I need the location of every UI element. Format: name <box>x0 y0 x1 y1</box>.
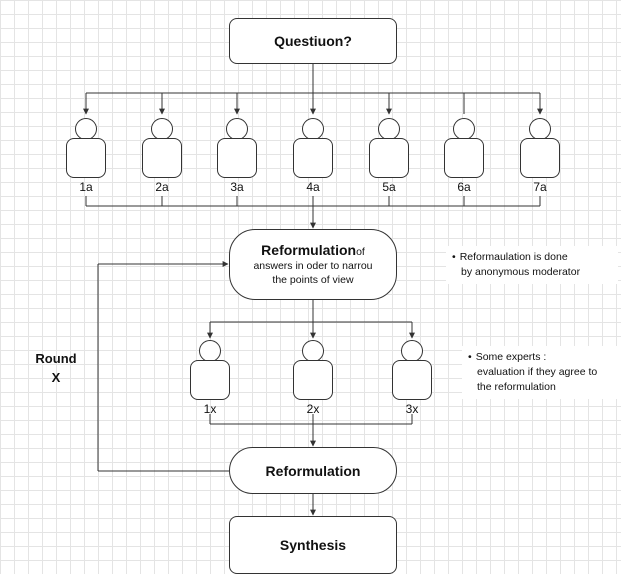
person-head-icon <box>529 118 551 140</box>
expert-7a <box>520 118 560 178</box>
person-head-icon <box>226 118 248 140</box>
reformulation-box-2: Reformulation <box>229 447 397 494</box>
person-body-icon <box>444 138 484 178</box>
person-head-icon <box>378 118 400 140</box>
expert-3a <box>217 118 257 178</box>
round-label: Round X <box>28 349 84 387</box>
person-body-icon <box>293 138 333 178</box>
person-body-icon <box>142 138 182 178</box>
person-body-icon <box>190 360 230 400</box>
expert-6a <box>444 118 484 178</box>
moderator-note-line2: by anonymous moderator <box>461 266 581 278</box>
expert-4a <box>293 118 333 178</box>
expert-label-1x: 1x <box>203 402 217 416</box>
experts-note-line2: evaluation if they agree to <box>477 366 598 378</box>
expert-label-3a: 3a <box>230 180 244 194</box>
experts-note-line1: •Some experts : <box>468 350 620 365</box>
expert-label-1a: 1a <box>79 180 93 194</box>
person-body-icon <box>217 138 257 178</box>
bullet-icon: • <box>452 251 456 263</box>
reformulation-1-line2: answers in oder to narrou <box>253 259 373 272</box>
person-head-icon <box>453 118 475 140</box>
moderator-note-line1: •Reformaulation is done <box>452 250 612 265</box>
expert-1a <box>66 118 106 178</box>
person-body-icon <box>392 360 432 400</box>
moderator-note-text1: Reformaulation is done <box>459 251 568 263</box>
expert-label-7a: 7a <box>533 180 547 194</box>
expert-2x <box>293 340 333 400</box>
expert-5a <box>369 118 409 178</box>
reformulation-1-suffix: of <box>356 245 365 258</box>
expert-label-6a: 6a <box>457 180 471 194</box>
moderator-note: •Reformaulation is done by anonymous mod… <box>446 246 618 284</box>
person-head-icon <box>302 340 324 362</box>
question-label: Questiuon? <box>274 33 352 49</box>
round-label-line1: Round <box>35 351 77 366</box>
expert-label-2x: 2x <box>306 402 320 416</box>
experts-note: •Some experts : evaluation if they agree… <box>462 346 621 399</box>
synthesis-label: Synthesis <box>279 537 347 553</box>
round-label-line2: X <box>51 370 61 385</box>
reformulation-box-1: Reformulationof answers in oder to narro… <box>229 229 397 300</box>
question-box: Questiuon? <box>229 18 397 64</box>
reformulation-1-title: Reformulation <box>261 241 357 258</box>
person-head-icon <box>302 118 324 140</box>
reformulation-1-line3: the points of view <box>272 273 354 286</box>
person-body-icon <box>66 138 106 178</box>
experts-note-line3: the reformulation <box>477 381 556 393</box>
person-head-icon <box>199 340 221 362</box>
synthesis-box: Synthesis <box>229 516 397 574</box>
expert-label-5a: 5a <box>382 180 396 194</box>
person-body-icon <box>369 138 409 178</box>
expert-2a <box>142 118 182 178</box>
expert-label-2a: 2a <box>155 180 169 194</box>
reformulation-2-label: Reformulation <box>265 462 361 479</box>
expert-3x <box>392 340 432 400</box>
expert-label-4a: 4a <box>306 180 320 194</box>
person-head-icon <box>75 118 97 140</box>
bullet-icon: • <box>468 351 472 363</box>
experts-note-text1: Some experts : <box>475 351 547 363</box>
expert-label-3x: 3x <box>405 402 419 416</box>
person-head-icon <box>151 118 173 140</box>
person-head-icon <box>401 340 423 362</box>
person-body-icon <box>293 360 333 400</box>
expert-1x <box>190 340 230 400</box>
person-body-icon <box>520 138 560 178</box>
reformulation-1-line1: Reformulationof <box>261 243 365 259</box>
